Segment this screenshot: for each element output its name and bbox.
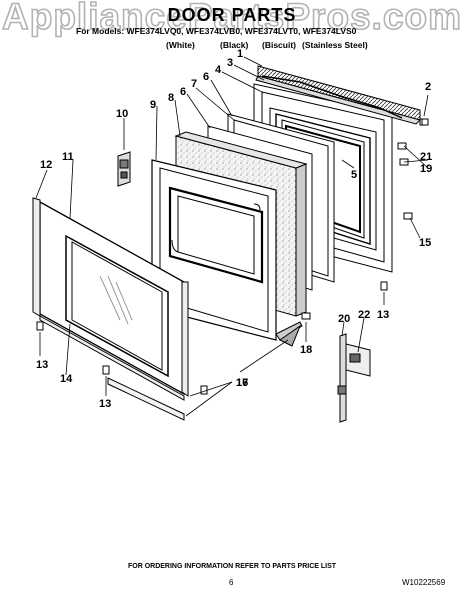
callout-6a: 6 [203, 71, 209, 83]
models-line: For Models: WFE374LVQ0, WFE374LVB0, WFE3… [76, 26, 357, 36]
callout-11: 11 [62, 151, 74, 163]
callout-13b: 13 [99, 398, 111, 410]
callout-13a: 13 [36, 359, 48, 371]
color-stainless: (Stainless Steel) [302, 40, 368, 50]
callout-8: 8 [168, 92, 174, 104]
handle-bracket [117, 151, 131, 187]
leader-lines [35, 56, 429, 417]
left-door-trim [32, 197, 41, 317]
bottom-door-trim [39, 315, 185, 401]
callout-19: 19 [420, 163, 432, 175]
callouts: 1 2 3 4 5 6 6 7 8 9 10 11 12 13 13 13 14… [36, 48, 432, 410]
callout-3: 3 [227, 57, 233, 69]
vent-trim [261, 75, 403, 119]
callout-1: 1 [237, 48, 243, 60]
door-hinge-left [275, 321, 303, 347]
callout-18: 18 [300, 344, 312, 356]
callout-21: 21 [420, 151, 432, 163]
door-hinge-right [337, 333, 371, 423]
ordering-note: FOR ORDERING INFORMATION REFER TO PARTS … [127, 563, 337, 570]
callout-10: 10 [116, 108, 128, 120]
callout-2: 2 [425, 81, 431, 93]
document-number: W10222569 [402, 578, 446, 587]
callout-16: 16 [236, 377, 248, 389]
callout-7: 7 [191, 78, 197, 90]
callout-14: 14 [60, 373, 73, 385]
color-biscuit: (Biscuit) [262, 40, 296, 50]
door-kick-trim [107, 377, 185, 421]
callout-13c: 13 [377, 309, 389, 321]
page-title: DOOR PARTS [167, 5, 297, 25]
callout-15: 15 [419, 237, 431, 249]
callout-12: 12 [40, 159, 52, 171]
callout-9: 9 [150, 99, 156, 111]
callout-20: 20 [338, 313, 350, 325]
callout-4: 4 [215, 64, 222, 76]
callout-5: 5 [351, 169, 357, 181]
color-white: (White) [166, 40, 195, 50]
callout-17: 17 [236, 377, 248, 389]
callout-6b: 6 [180, 86, 186, 98]
page-number: 6 [229, 578, 234, 587]
color-black: (Black) [220, 40, 249, 50]
watermark: AppliancePartsPros.com [1, 0, 462, 38]
callout-22: 22 [358, 309, 370, 321]
right-door-trim [181, 281, 189, 397]
